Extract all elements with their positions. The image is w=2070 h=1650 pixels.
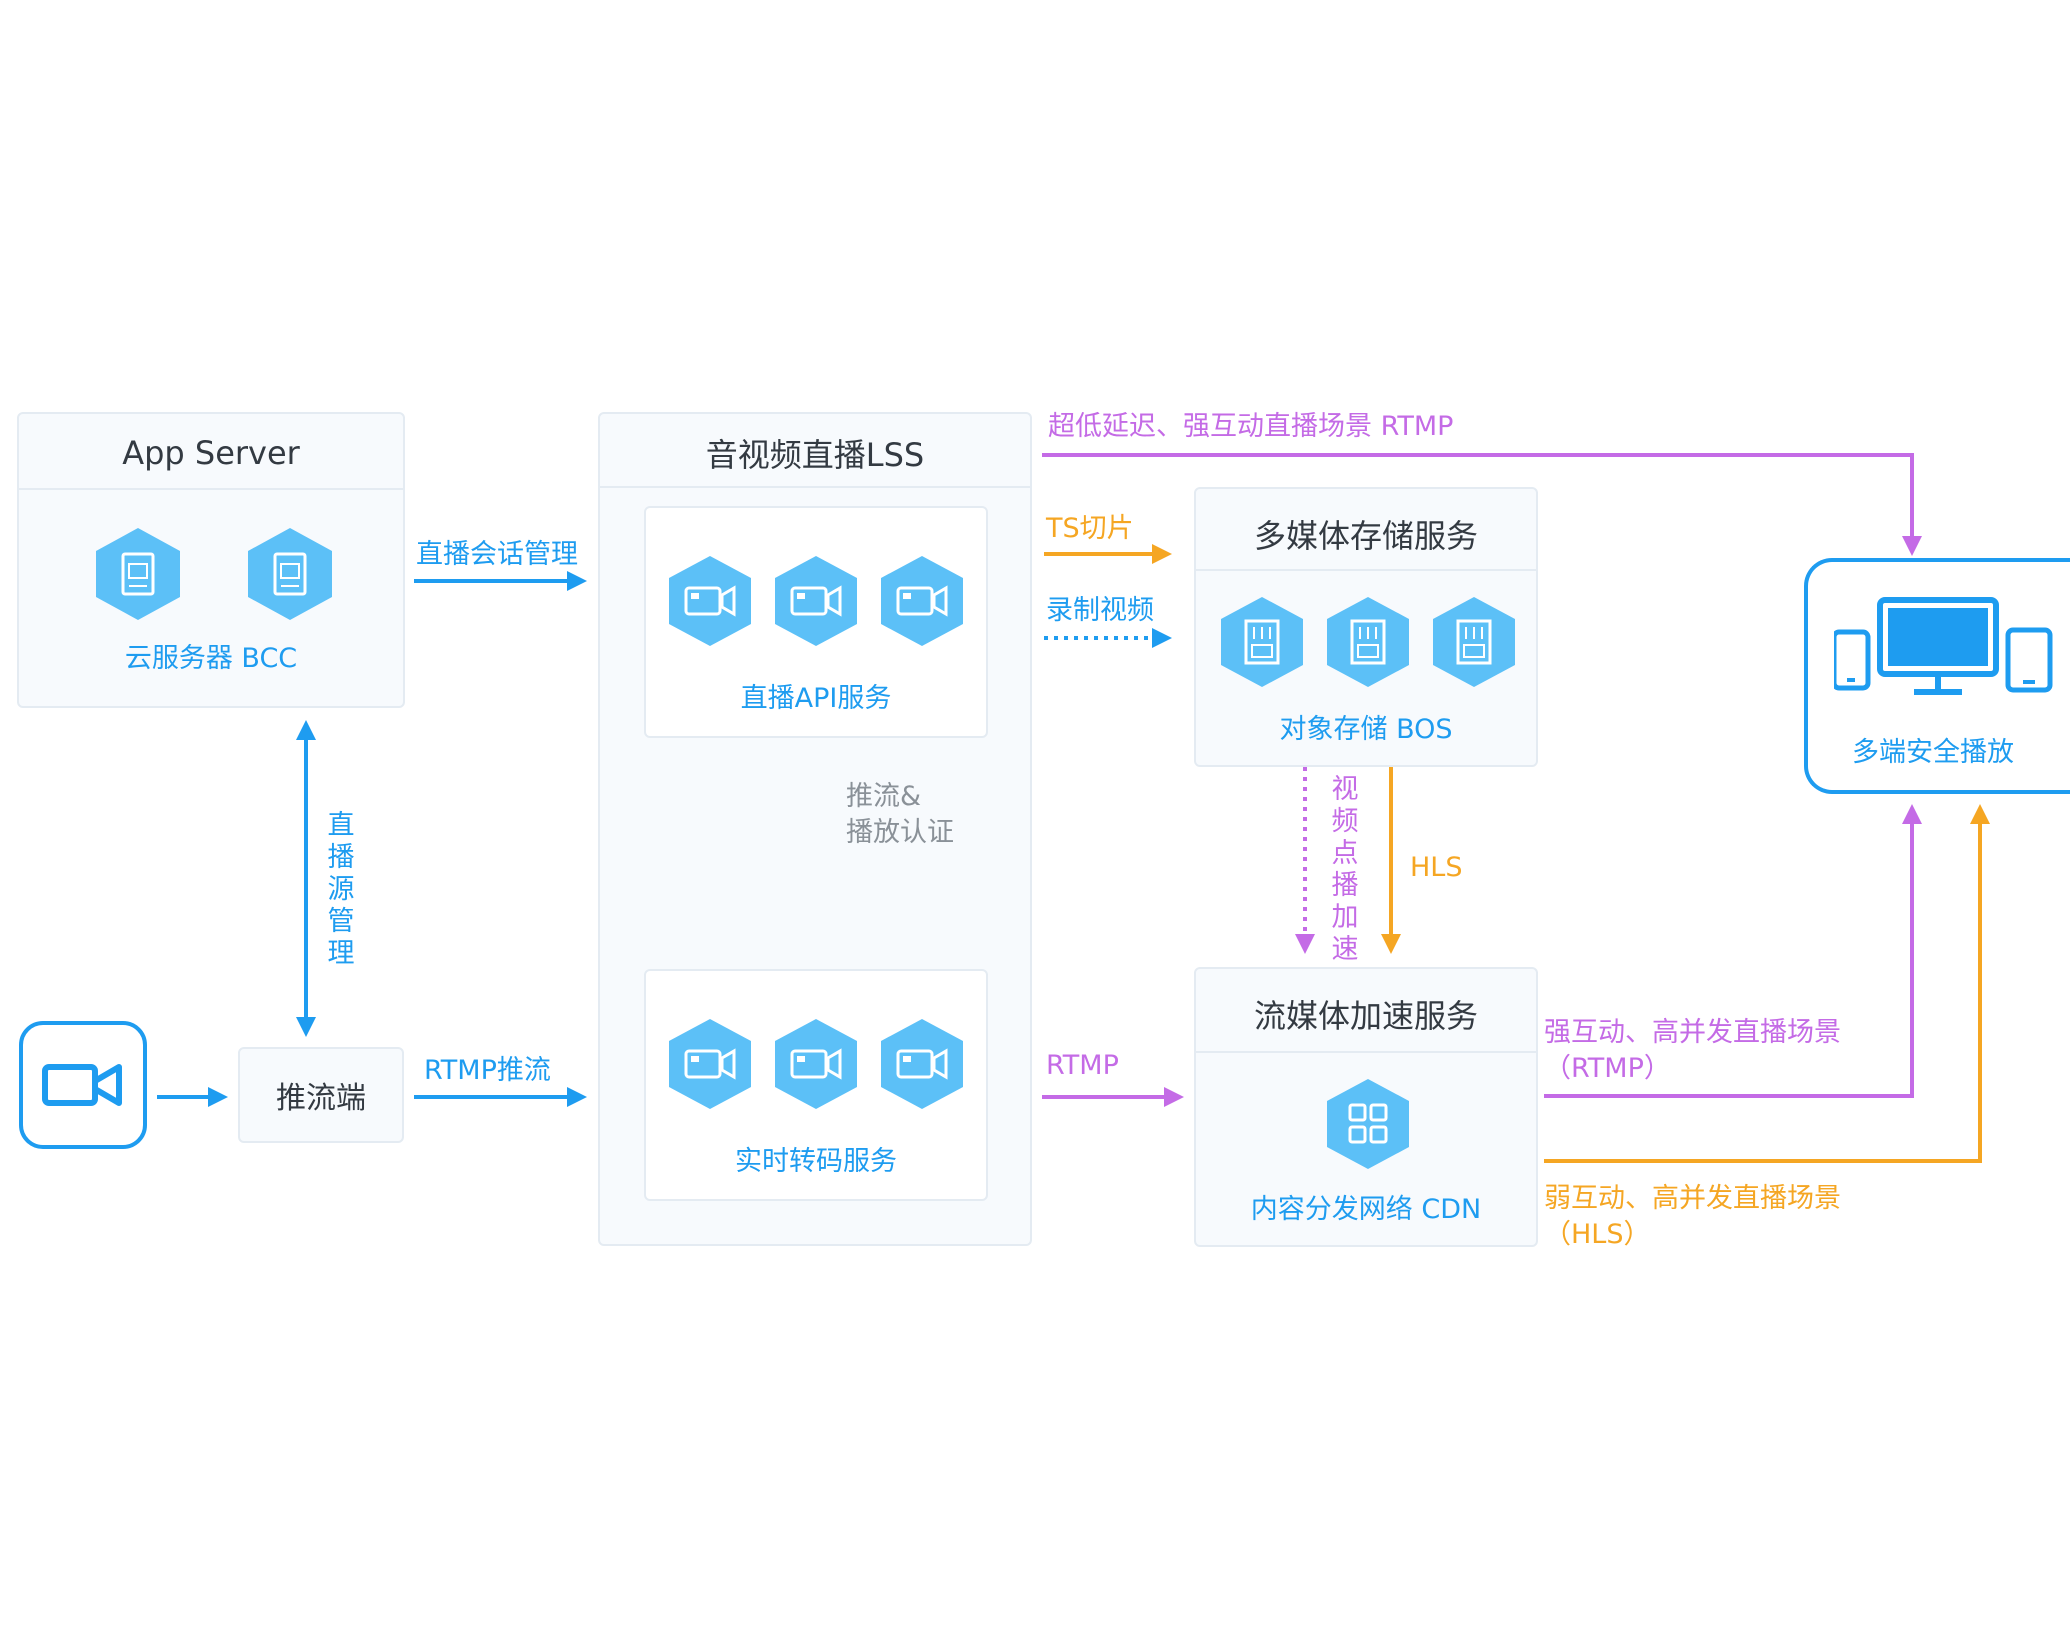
storage-card-icon — [1218, 595, 1306, 689]
video-camera-icon — [878, 1017, 966, 1111]
video-camera-icon — [772, 1017, 860, 1111]
push-end-label: 推流端 — [276, 1081, 366, 1116]
grid-icon — [1324, 1077, 1412, 1171]
video-camera-icon — [772, 554, 860, 648]
vod-accel-label: 视频点播加速 — [1331, 774, 1359, 965]
client-label: 多端安全播放 — [1852, 737, 2014, 768]
source-mgmt-label: 直播源管理 — [327, 810, 355, 969]
api-service-box: 直播API服务 — [644, 506, 988, 738]
arrow-strong-rtmp — [1544, 804, 1922, 1098]
cdn-label: 内容分发网络 CDN — [1250, 1194, 1482, 1225]
lss-title: 音视频直播LSS — [705, 436, 925, 474]
api-service-label: 直播API服务 — [740, 683, 892, 714]
camera-box — [19, 1021, 147, 1149]
multi-device-icon — [1834, 597, 2053, 695]
server-icon — [245, 526, 335, 622]
rtmp-label: RTMP — [1046, 1050, 1119, 1081]
push-end-box: 推流端 — [238, 1047, 404, 1143]
strong-interaction-line1: 强互动、高并发直播场景 — [1544, 1017, 1841, 1048]
server-icon — [93, 526, 183, 622]
arrow-ultra-low — [1042, 453, 1922, 556]
weak-interaction-line2: （HLS） — [1544, 1219, 1651, 1250]
app-server-divider — [19, 488, 403, 490]
streaming-title: 流媒体加速服务 — [1253, 997, 1478, 1035]
video-camera-icon — [878, 554, 966, 648]
video-camera-icon — [666, 554, 754, 648]
lss-panel: 音视频直播LSS 直播API服务 实时转码服务 — [598, 412, 1032, 1246]
bcc-label: 云服务器 BCC — [124, 643, 298, 674]
ts-slice-label: TS切片 — [1046, 513, 1134, 544]
app-server-panel: App Server 云服务器 BCC — [17, 412, 405, 708]
rtmp-push-label: RTMP推流 — [424, 1055, 551, 1086]
video-camera-icon — [666, 1017, 754, 1111]
transcode-service-box: 实时转码服务 — [644, 969, 988, 1201]
camera-icon — [42, 1064, 122, 1106]
bos-label: 对象存储 BOS — [1279, 714, 1453, 745]
streaming-panel: 流媒体加速服务 内容分发网络 CDN — [1194, 967, 1538, 1247]
storage-title: 多媒体存储服务 — [1253, 517, 1478, 555]
storage-card-icon — [1324, 595, 1412, 689]
session-mgmt-label: 直播会话管理 — [416, 539, 578, 570]
app-server-title: App Server — [122, 434, 300, 472]
arrow-weak-hls — [1544, 804, 1990, 1163]
storage-card-icon — [1430, 595, 1518, 689]
client-box: 多端安全播放 — [1804, 558, 2070, 794]
strong-interaction-line2: （RTMP） — [1544, 1053, 1671, 1084]
transcode-service-label: 实时转码服务 — [735, 1146, 897, 1177]
hls-label: HLS — [1410, 852, 1463, 883]
lss-divider — [600, 486, 1030, 488]
auth-label-line1: 推流& — [846, 781, 922, 812]
weak-interaction-line1: 弱互动、高并发直播场景 — [1544, 1183, 1841, 1214]
ultra-low-label: 超低延迟、强互动直播场景 RTMP — [1048, 411, 1454, 442]
storage-panel: 多媒体存储服务 对象存储 BOS — [1194, 487, 1538, 767]
record-video-label: 录制视频 — [1046, 595, 1154, 626]
streaming-divider — [1196, 1051, 1536, 1053]
auth-label-line2: 播放认证 — [846, 817, 954, 848]
storage-divider — [1196, 569, 1536, 571]
